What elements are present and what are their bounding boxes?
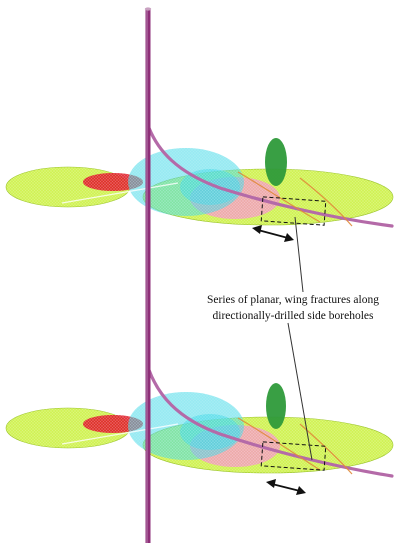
lower-double-arrow-icon xyxy=(266,479,306,495)
upper-green-fracture xyxy=(265,138,287,186)
lower-red-fracture-mesh xyxy=(83,415,143,433)
main-borehole-top-cap xyxy=(144,7,152,11)
annotation-line-1: Series of planar, wing fractures along xyxy=(207,294,379,306)
upper-borehole-trace xyxy=(61,182,179,204)
lower-dashed-box-icon xyxy=(260,441,327,471)
lower-borehole-trace xyxy=(61,423,179,445)
annotation-line-2: directionally-drilled side boreholes xyxy=(212,310,374,322)
main-borehole xyxy=(144,7,152,543)
leader-line-lower xyxy=(287,322,313,461)
fracture-annotation: Series of planar, wing fractures along d… xyxy=(183,292,403,324)
lower-fracture-set xyxy=(5,368,394,478)
lower-orange-trace-2 xyxy=(299,423,353,475)
upper-side-borehole xyxy=(147,126,394,228)
upper-orange-trace-2 xyxy=(299,177,353,227)
upper-red-fracture-mesh xyxy=(83,173,143,191)
upper-dashed-box-icon xyxy=(260,196,327,226)
lower-side-borehole xyxy=(147,368,394,478)
lower-green-fracture xyxy=(266,383,286,429)
upper-fracture-set xyxy=(5,126,394,228)
annotation-marks xyxy=(252,196,327,495)
upper-double-arrow-icon xyxy=(252,225,294,242)
leader-line-upper xyxy=(294,216,304,293)
upper-orange-trace xyxy=(237,171,321,223)
